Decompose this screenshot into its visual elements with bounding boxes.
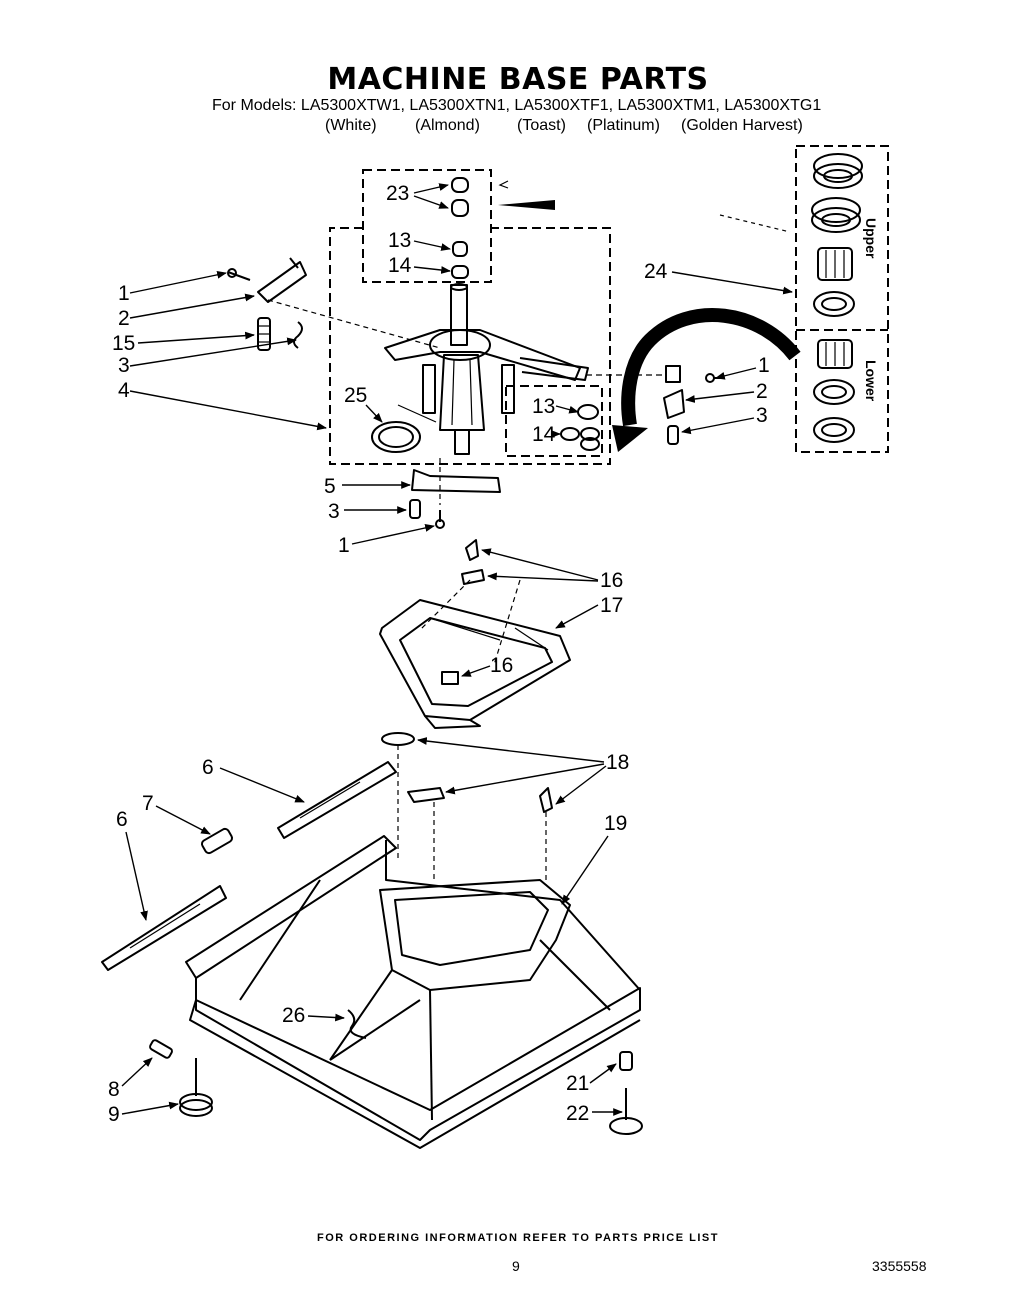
bearing-kit-box <box>795 145 889 453</box>
suspension-frame <box>379 599 571 729</box>
callout-4: 4 <box>118 379 130 402</box>
callout-14-top: 14 <box>388 254 412 277</box>
lower-label: Lower <box>863 360 879 402</box>
callout-9: 9 <box>108 1103 120 1126</box>
callout-3-bottom: 3 <box>328 500 340 523</box>
bearing-flow-arrow <box>621 308 801 427</box>
rails-and-spring <box>101 761 397 971</box>
right-hardware <box>586 365 724 445</box>
callout-24: 24 <box>644 260 668 283</box>
document-number: 3355558 <box>872 1258 927 1274</box>
callout-18: 18 <box>606 751 629 774</box>
bushing-group-box <box>362 169 492 283</box>
page-number: 9 <box>512 1258 520 1274</box>
rear-leg <box>609 1088 643 1135</box>
cabinet-base <box>185 835 641 1149</box>
upper-bearing-set <box>811 153 863 317</box>
clip-parts <box>419 539 521 685</box>
upper-label: Upper <box>863 218 879 259</box>
callout-3-right: 3 <box>756 404 768 427</box>
callout-2-left: 2 <box>118 307 130 330</box>
page-title: MACHINE BASE PARTS <box>327 62 709 97</box>
callout-13-top: 13 <box>388 229 411 252</box>
base-assembly-box <box>329 227 611 465</box>
hose-clip <box>347 1009 367 1039</box>
callout-22: 22 <box>566 1102 589 1125</box>
bushing-stack-lower <box>560 404 600 451</box>
callout-5: 5 <box>324 475 336 498</box>
callout-23: 23 <box>386 182 409 205</box>
callout-6-upper: 6 <box>202 756 214 779</box>
callout-25: 25 <box>344 384 367 407</box>
lower-bushing-box <box>505 385 603 457</box>
callout-13-lower: 13 <box>532 395 555 418</box>
callout-17: 17 <box>600 594 623 617</box>
callout-1-bottom: 1 <box>338 534 350 557</box>
models-line: For Models: LA5300XTW1, LA5300XTN1, LA53… <box>212 97 822 114</box>
callout-7: 7 <box>142 792 154 815</box>
callout-3-left: 3 <box>118 354 130 377</box>
color-white: (White) <box>325 117 377 134</box>
callout-15: 15 <box>112 332 135 355</box>
front-leg <box>179 1058 213 1117</box>
callout-1-right: 1 <box>758 354 770 377</box>
color-platinum: (Platinum) <box>587 117 660 134</box>
bracket-18 <box>381 732 553 885</box>
ordering-note: FOR ORDERING INFORMATION REFER TO PARTS … <box>317 1232 719 1244</box>
callout-26: 26 <box>282 1004 305 1027</box>
color-toast: (Toast) <box>517 117 566 134</box>
callout-14-lower: 14 <box>532 423 556 446</box>
color-almond: (Almond) <box>415 117 480 134</box>
callout-21: 21 <box>566 1072 589 1095</box>
callout-1-left: 1 <box>118 282 130 305</box>
color-golden-harvest: (Golden Harvest) <box>681 117 803 134</box>
callout-16-top: 16 <box>600 569 623 592</box>
callout-2-right: 2 <box>756 380 768 403</box>
base-and-shaft-assembly <box>384 283 589 455</box>
seal-ring <box>371 421 421 453</box>
callout-16-bottom: 16 <box>490 654 513 677</box>
callout-8: 8 <box>108 1078 120 1101</box>
callout-19: 19 <box>604 812 627 835</box>
leveling-spring <box>149 1039 173 1059</box>
bottom-hardware <box>409 458 501 529</box>
callout-6-lower: 6 <box>116 808 128 831</box>
bushing-stack-top <box>451 177 469 279</box>
small-arrow <box>498 180 509 189</box>
insert-arrow <box>498 200 555 210</box>
lower-bearing-set <box>813 339 855 443</box>
leg-nut <box>619 1051 633 1071</box>
